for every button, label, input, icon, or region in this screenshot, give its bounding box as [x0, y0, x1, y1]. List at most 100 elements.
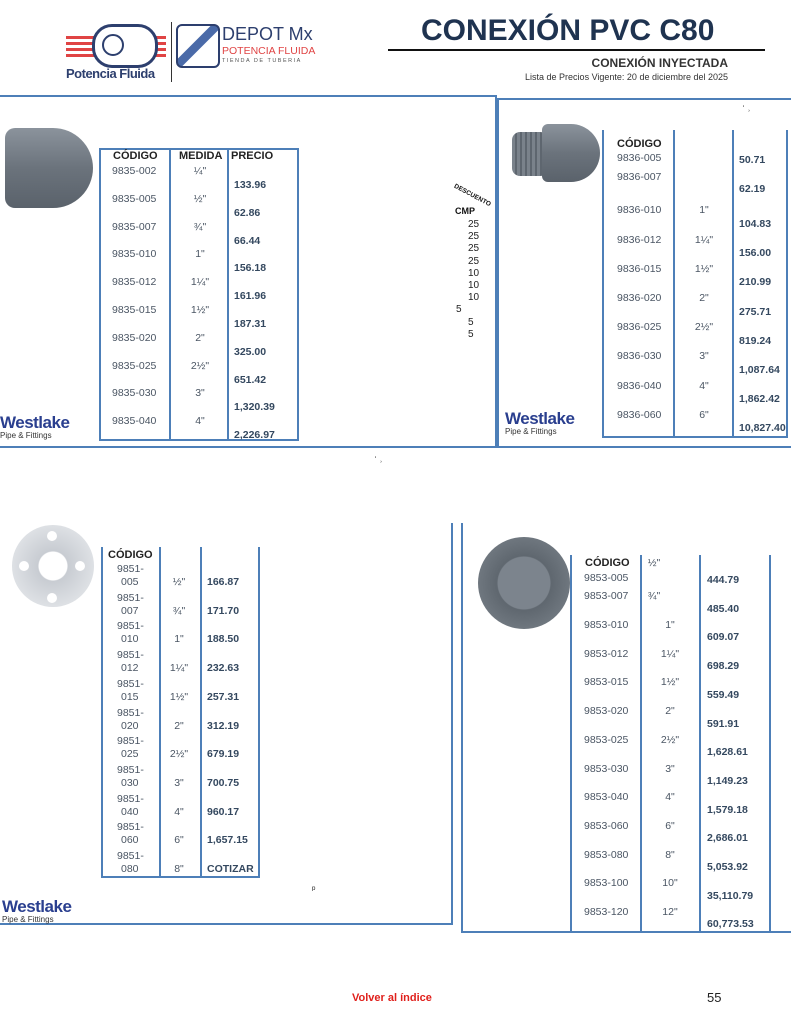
product-code: 9835-010: [112, 248, 157, 261]
product-code-suffix: 015: [121, 690, 139, 703]
product-price: 700.75: [207, 776, 240, 789]
product-price: 312.19: [207, 719, 240, 732]
product-price: 651.42: [234, 373, 267, 386]
discount-value: 5: [468, 328, 474, 340]
product-code: 9835-007: [112, 220, 157, 233]
product-code: 9836-005: [617, 152, 662, 164]
product-code-suffix: 080: [121, 863, 139, 875]
product-code: 9835-012: [112, 276, 157, 289]
product-code: 9851-: [117, 850, 144, 862]
product-code: 9836-020: [617, 292, 662, 304]
product-price: 60,773.53: [707, 918, 754, 931]
potencia-fluida-logo: Potencia Fluida: [66, 20, 170, 82]
product-code: 9851-: [117, 735, 144, 748]
product-size: 1": [174, 633, 184, 646]
product-price: 1,320.39: [234, 401, 275, 414]
product-size: 1": [699, 204, 709, 216]
flange-image: [12, 525, 94, 607]
coupling-image: [5, 128, 93, 208]
product-code-suffix: 012: [121, 662, 139, 675]
product-code: 9853-020: [584, 705, 629, 718]
stray-mark: ʿ ˒: [374, 455, 383, 465]
product-code: 9851-: [117, 591, 144, 604]
page-number: 55: [707, 990, 722, 1005]
product-price: 1,862.42: [739, 393, 780, 405]
product-price: 444.79: [707, 574, 740, 586]
product-size: 3": [665, 762, 675, 775]
product-code: 9853-015: [584, 676, 629, 689]
product-price: 188.50: [207, 633, 240, 646]
product-code: 9836-040: [617, 380, 662, 392]
discount-cmp-header: CMP: [455, 206, 475, 216]
product-code: 9851-: [117, 620, 144, 633]
product-price: 960.17: [207, 805, 240, 818]
product-code: 9835-020: [112, 331, 157, 344]
product-size: 4": [699, 380, 709, 392]
product-code-suffix: 020: [121, 719, 139, 732]
product-price: 62.86: [234, 206, 261, 219]
product-code-suffix: 040: [121, 805, 139, 818]
product-price: 257.31: [207, 690, 240, 703]
stray-mark: ʿ ˒: [742, 104, 751, 114]
product-price: 66.44: [234, 234, 261, 247]
product-size: 1¼": [190, 276, 210, 289]
product-price: 62.19: [739, 183, 766, 195]
product-price: 210.99: [739, 276, 772, 288]
product-price: 156.00: [739, 247, 772, 259]
back-to-index-link[interactable]: Volver al índice: [352, 992, 432, 1004]
product-code: 9836-010: [617, 204, 662, 216]
product-size: 4": [174, 805, 184, 818]
product-code: 9836-012: [617, 234, 662, 246]
product-price: 161.96: [234, 290, 267, 303]
product-price: 1,657.15: [207, 834, 248, 847]
product-price: 1,149.23: [707, 774, 748, 787]
product-size: 2½": [694, 321, 714, 333]
header-code: CÓDIGO: [113, 150, 158, 162]
product-code: 9851-: [117, 821, 144, 834]
product-code: 9836-007: [617, 171, 662, 183]
product-size: 2": [174, 719, 184, 732]
product-price: 2,686.01: [707, 832, 748, 845]
discount-label: DESCUENTO: [452, 182, 492, 209]
product-size: 1": [195, 248, 205, 261]
product-code: 9835-040: [112, 415, 157, 428]
product-size: 6": [699, 409, 709, 421]
product-price: 166.87: [207, 576, 240, 588]
product-size: 2½": [660, 733, 680, 746]
product-size: 3": [174, 776, 184, 789]
product-size: ½": [172, 576, 186, 588]
product-size: ½": [193, 192, 207, 205]
product-code: 9835-005: [112, 192, 157, 205]
product-code: 9853-080: [584, 848, 629, 861]
product-price: 35,110.79: [707, 889, 754, 902]
product-code-suffix: 010: [121, 633, 139, 646]
product-code-suffix: 007: [121, 604, 139, 617]
product-code: 9835-030: [112, 387, 157, 400]
product-code: 9851-: [117, 706, 144, 719]
product-size: ¾": [193, 220, 207, 233]
discount-value: 10: [468, 280, 480, 291]
product-size: 1½": [660, 676, 680, 689]
product-code: 9851-: [117, 563, 144, 575]
product-price: 591.91: [707, 717, 740, 730]
product-size: ¾": [647, 590, 661, 602]
product-code: 9835-025: [112, 359, 157, 372]
product-price: 698.29: [707, 660, 740, 673]
product-code: 9851-: [117, 677, 144, 690]
product-code: 9853-025: [584, 733, 629, 746]
product-code: 9853-012: [584, 647, 629, 660]
product-price: 819.24: [739, 335, 772, 347]
discount-value: 5: [456, 304, 462, 316]
product-code: 9836-025: [617, 321, 662, 333]
product-price: 609.07: [707, 631, 740, 644]
product-price: 559.49: [707, 688, 740, 701]
product-size: 3": [699, 350, 709, 362]
depot-mx-logo: DEPOT Mx POTENCIA FLUIDA TIENDA DE TUBER…: [176, 24, 326, 68]
product-size: ¼": [193, 165, 207, 177]
product-size: 10": [662, 877, 678, 890]
header-code: CÓDIGO: [585, 557, 630, 569]
product-size: 4": [665, 791, 675, 804]
product-size: 1½": [694, 263, 714, 275]
product-size: 1½": [190, 304, 210, 316]
